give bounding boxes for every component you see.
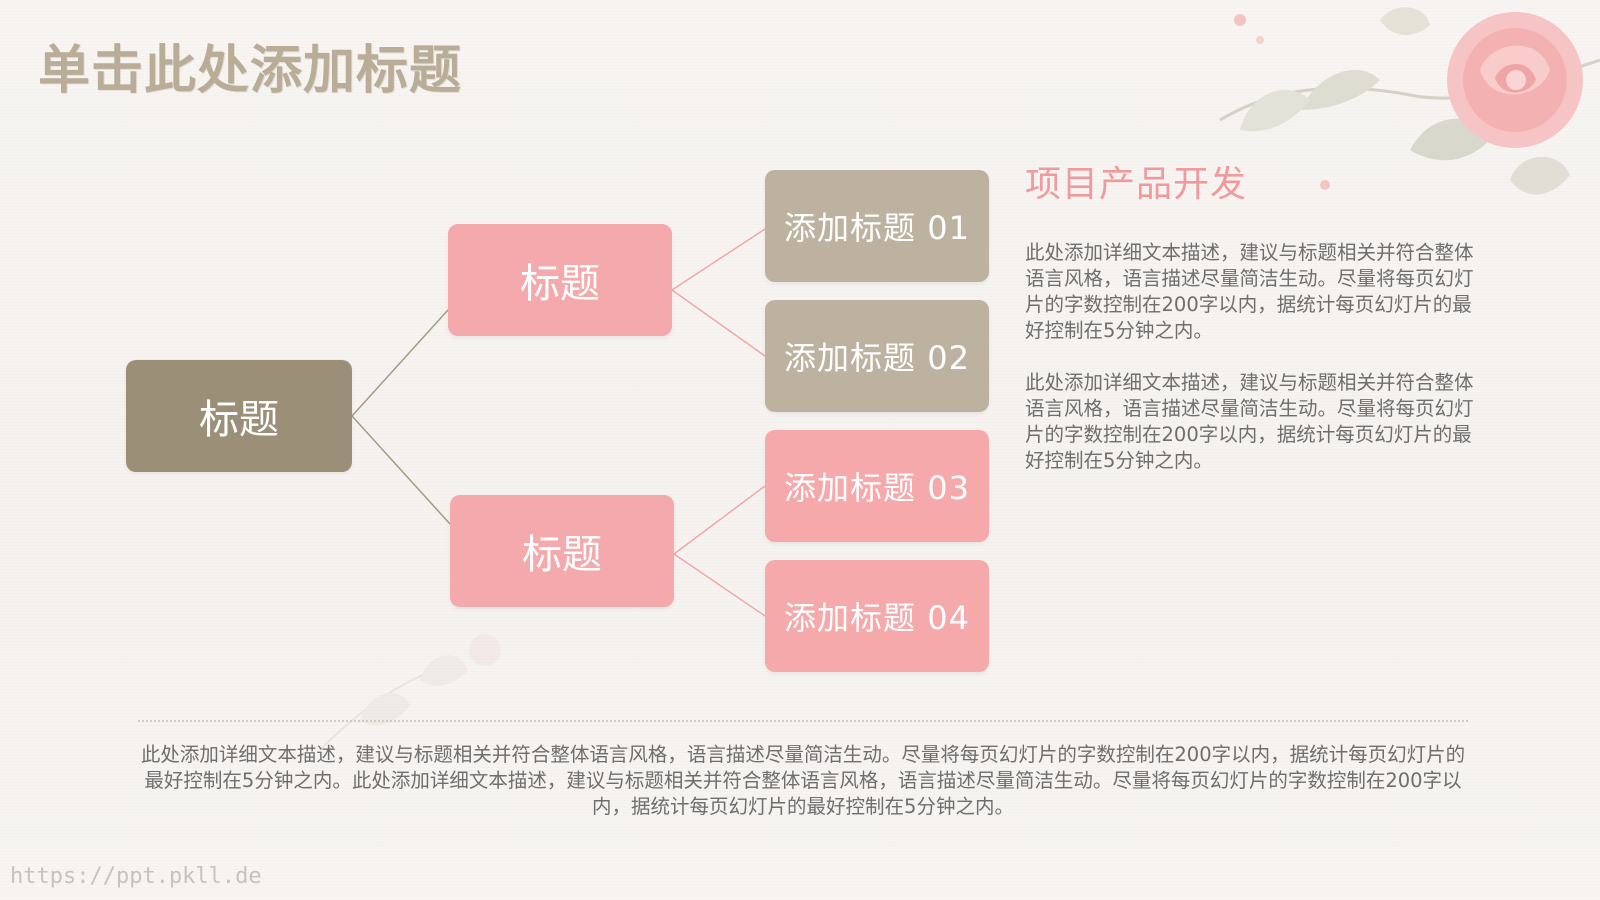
faded-flower-decoration [319, 634, 501, 751]
branch-node-1[interactable]: 标题 [448, 224, 672, 336]
connector-root-branch-1 [351, 309, 449, 417]
dotted-divider [138, 720, 1468, 722]
root-node[interactable]: 标题 [126, 360, 352, 472]
branch-node-2[interactable]: 标题 [450, 495, 674, 607]
connector-branch-2-leaf-3 [673, 485, 766, 555]
description-paragraph-2[interactable]: 此处添加详细文本描述，建议与标题相关并符合整体语言风格，语言描述尽量简洁生动。尽… [1025, 371, 1474, 472]
leaf-node-04[interactable]: 添加标题 04 [765, 560, 989, 672]
section-heading[interactable]: 项目产品开发 [1025, 164, 1248, 205]
connector-branch-1-leaf-2 [671, 289, 766, 357]
page-title[interactable]: 单击此处添加标题 [38, 41, 463, 101]
leaf-node-02[interactable]: 添加标题 02 [765, 300, 989, 412]
bottom-description[interactable]: 此处添加详细文本描述，建议与标题相关并符合整体语言风格，语言描述尽量简洁生动。尽… [140, 743, 1466, 818]
leaf-node-03[interactable]: 添加标题 03 [765, 430, 989, 542]
connector-root-branch-2 [351, 415, 451, 525]
watermark-url: https://ppt.pkll.de [10, 864, 262, 889]
connector-branch-1-leaf-1 [671, 228, 766, 291]
leaf-node-01[interactable]: 添加标题 01 [765, 170, 989, 282]
connector-branch-2-leaf-4 [673, 553, 766, 617]
description-paragraph-1[interactable]: 此处添加详细文本描述，建议与标题相关并符合整体语言风格，语言描述尽量简洁生动。尽… [1025, 241, 1474, 342]
rose-flower-decoration [1219, 7, 1600, 195]
